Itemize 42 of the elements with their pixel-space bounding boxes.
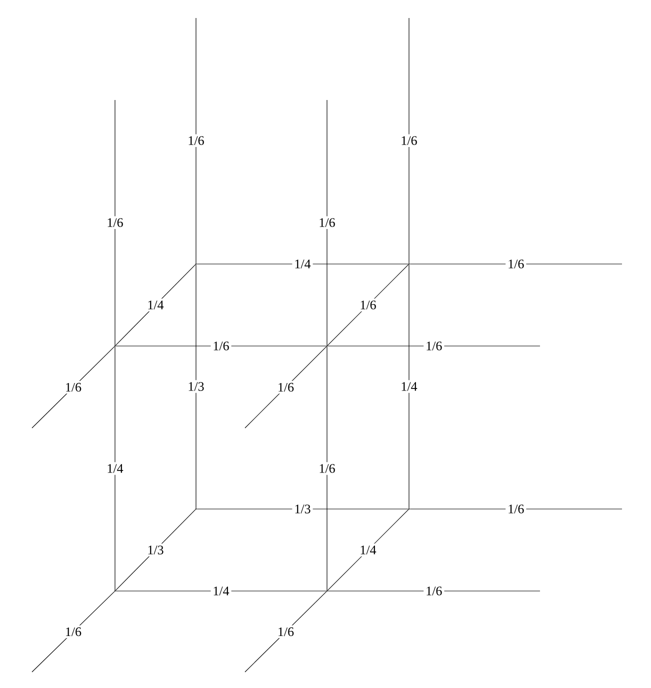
edge-label: 1/6	[426, 342, 442, 350]
line	[408, 18, 410, 264]
line	[327, 264, 409, 346]
edge-label: 1/6	[278, 382, 294, 392]
line	[196, 508, 408, 510]
edge-label: 1/6	[508, 504, 524, 514]
line	[32, 346, 115, 428]
edge-label: 1/6	[320, 464, 335, 473]
edge-label: 1/4	[148, 300, 164, 310]
edge-label: 1/3	[148, 546, 164, 554]
line	[114, 100, 116, 346]
edge-label: 1/6	[278, 627, 294, 636]
edge-label: 1/6	[214, 342, 229, 350]
line	[32, 591, 115, 672]
line	[116, 590, 326, 592]
edge-label: 1/6	[360, 300, 376, 310]
edge-label: 1/4	[360, 546, 376, 554]
edge-label: 1/3	[188, 382, 204, 391]
edge-label: 1/6	[402, 136, 417, 145]
line	[410, 508, 622, 510]
line	[328, 590, 540, 592]
edge-label: 1/6	[320, 218, 335, 227]
line	[326, 346, 328, 590]
edge-label: 1/6	[188, 136, 204, 145]
edge-label: 1/6	[508, 260, 524, 268]
edge-label: 1/4	[402, 382, 418, 391]
line	[114, 346, 116, 590]
line	[326, 100, 328, 346]
edge-label: 1/3	[295, 504, 310, 514]
edge-label: 1/6	[426, 586, 442, 596]
line	[115, 509, 196, 591]
edge-label: 1/6	[108, 218, 123, 227]
edge-label: 1/4	[108, 464, 124, 473]
line	[244, 591, 327, 672]
edge-label: 1/4	[295, 260, 311, 268]
edge-label: 1/6	[66, 627, 82, 636]
edge-label: 1/4	[214, 586, 230, 596]
line	[408, 264, 410, 508]
edge-label: 1/6	[66, 382, 82, 392]
line	[327, 509, 409, 591]
line	[244, 346, 327, 428]
line	[115, 264, 196, 346]
